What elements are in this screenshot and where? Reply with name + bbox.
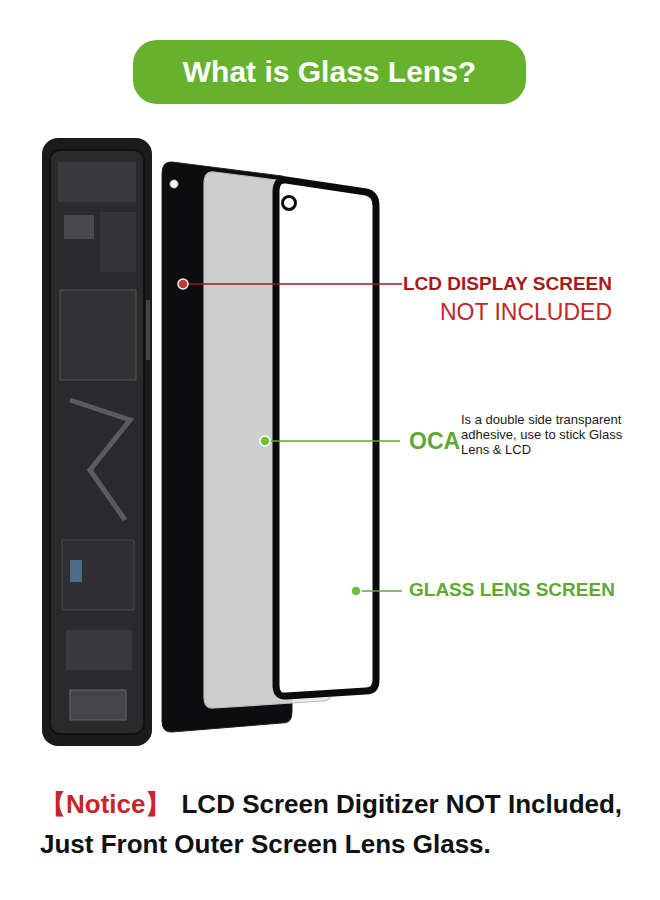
frame-part (64, 215, 94, 239)
callout-note: NOT INCLUDED (440, 299, 612, 325)
frame-part (70, 690, 126, 720)
frame-part (62, 540, 134, 610)
frame-part (70, 560, 82, 582)
frame-part (100, 212, 136, 272)
leader-line (265, 440, 400, 441)
notice-tag: 【Notice】 (40, 789, 171, 819)
leader-line (356, 590, 402, 591)
notice-block: 【Notice】LCD Screen Digitizer NOT Include… (40, 784, 652, 865)
frame-part (66, 630, 132, 670)
camera-hole (283, 197, 296, 210)
callout-dot (351, 586, 361, 596)
title-text: What is Glass Lens? (183, 55, 476, 89)
leader-line (183, 283, 402, 284)
title-banner: What is Glass Lens? (133, 40, 526, 104)
frame-button (146, 300, 150, 360)
camera-hole (170, 180, 179, 189)
frame-part (60, 290, 136, 380)
frame-inner (50, 150, 144, 734)
phone-frame (42, 138, 152, 746)
callout-dot (178, 279, 188, 289)
callout-label: OCA (409, 428, 460, 454)
callout-dot (260, 436, 270, 446)
callout-label: GLASS LENS SCREEN (409, 579, 615, 601)
callout-label: LCD DISPLAY SCREEN (403, 273, 612, 295)
frame-part (58, 162, 136, 202)
callout-description: Is a double side transparent adhesive, u… (461, 413, 636, 458)
glass-lens (276, 180, 376, 696)
frame-cable (70, 400, 130, 520)
